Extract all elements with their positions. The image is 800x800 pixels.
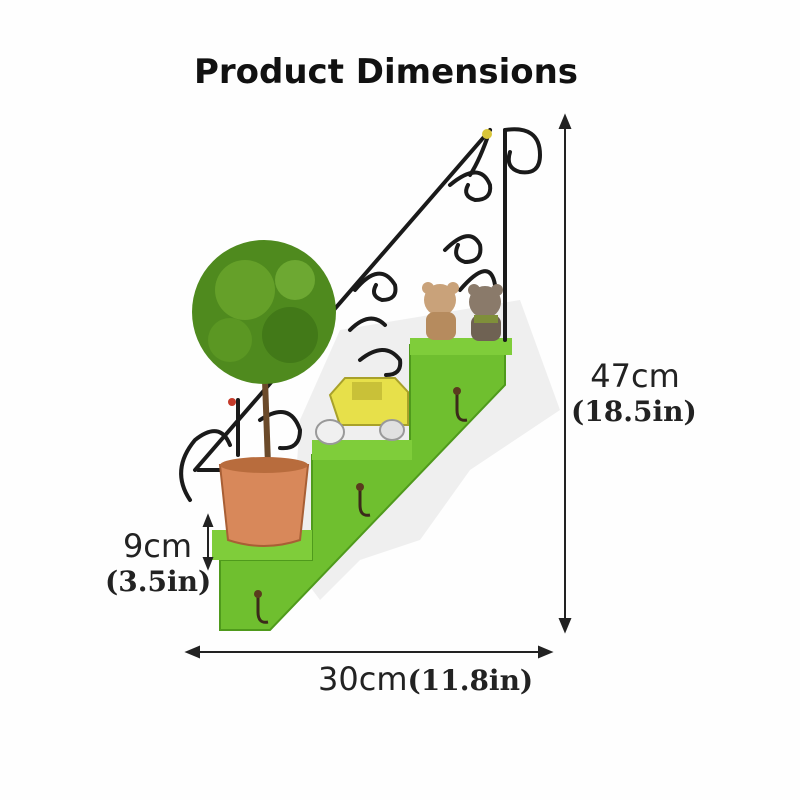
- height-dimension-line: [558, 113, 572, 634]
- step-metric: 9cm: [122, 527, 193, 565]
- step-imperial: (3.5in): [105, 565, 212, 598]
- height-imperial: (18.5in): [571, 395, 697, 428]
- height-metric: 47cm: [590, 357, 680, 395]
- teddy-bears: [422, 282, 503, 341]
- iron-railing: [179, 127, 543, 502]
- railing-bead: [228, 398, 236, 406]
- railing-finial: [482, 129, 492, 139]
- step-dimension-line: [202, 513, 214, 571]
- width-imperial: (11.8in): [407, 664, 534, 697]
- hook-icon: [256, 392, 468, 624]
- potted-topiary: [192, 240, 336, 547]
- width-dimension-line: [184, 645, 554, 659]
- page-title: Product Dimensions: [193, 52, 579, 92]
- height-dimension-label: 47cm (18.5in): [571, 357, 697, 426]
- toy-scooter: [315, 377, 409, 445]
- width-dimension-label: 30cm(11.8in): [318, 663, 533, 695]
- step-dimension-label: 9cm (3.5in): [105, 527, 212, 598]
- width-metric: 30cm: [318, 660, 408, 698]
